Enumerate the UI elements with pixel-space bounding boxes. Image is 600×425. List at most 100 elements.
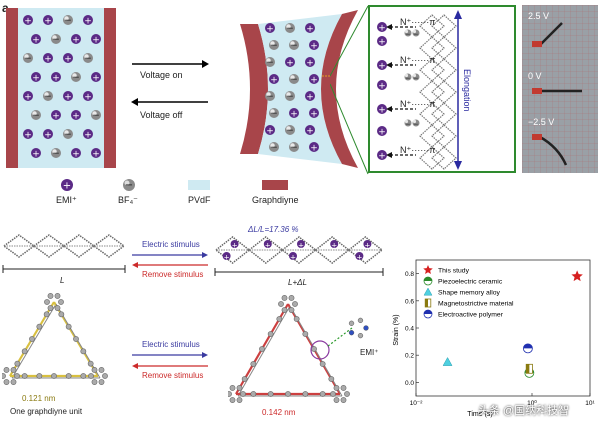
- svg-text:+: +: [32, 74, 40, 84]
- svg-text:+: +: [24, 93, 32, 103]
- svg-text:+: +: [310, 110, 318, 120]
- cation-icon: [309, 142, 319, 152]
- svg-text:−: −: [64, 16, 72, 26]
- cation-icon: [377, 36, 387, 46]
- svg-text:−: −: [32, 111, 40, 121]
- x-tick-label: 10⁰: [527, 399, 537, 407]
- cation-icon: [309, 108, 319, 118]
- legend-marker: [423, 309, 433, 319]
- electric-stimulus-label-mid: Electric stimulus: [142, 240, 200, 249]
- data-point: [571, 270, 583, 282]
- zoom-box: +++++−−+−−+−− Elongation N⁺······π N⁺···…: [368, 5, 516, 173]
- svg-text:+: +: [84, 93, 92, 103]
- data-point: [523, 343, 533, 354]
- svg-text:+: +: [72, 36, 80, 46]
- cation-icon: [83, 91, 93, 101]
- svg-text:+: +: [266, 127, 274, 137]
- cation-icon: [71, 34, 81, 44]
- lattice-after: ++++++++: [214, 236, 384, 264]
- svg-text:+: +: [270, 76, 278, 86]
- cation-icon: [309, 40, 319, 50]
- svg-text:+: +: [72, 150, 80, 160]
- svg-text:+: +: [265, 241, 271, 250]
- length-label-after: L+ΔL: [288, 278, 307, 287]
- cation-icon: [377, 22, 387, 32]
- legend-entry: This study: [438, 268, 470, 275]
- cation-icon: [31, 148, 41, 158]
- remove-arrow-bot: [132, 363, 208, 369]
- svg-text:+: +: [44, 17, 52, 27]
- svg-text:−: −: [290, 41, 298, 51]
- svg-text:+: +: [378, 152, 386, 162]
- svg-text:−: −: [84, 54, 92, 64]
- svg-text:+: +: [306, 93, 314, 103]
- legend-pvdf: PVdF: [188, 195, 211, 205]
- cation-icon: [377, 60, 387, 70]
- legend-bf4: BF₄⁻: [118, 195, 138, 205]
- svg-text:+: +: [44, 131, 52, 141]
- n-plus-label-2: N⁺······π: [400, 55, 436, 65]
- svg-text:−: −: [266, 58, 274, 68]
- electric-stimulus-label-bot: Electric stimulus: [142, 340, 200, 349]
- svg-text:−: −: [270, 109, 278, 119]
- y-tick-label: 0.6: [405, 298, 414, 305]
- cation-icon: [263, 240, 272, 248]
- cation-icon: [23, 15, 33, 25]
- svg-text:+: +: [378, 62, 386, 72]
- cation-icon: [63, 91, 73, 101]
- svg-text:+: +: [378, 106, 386, 116]
- photo-label-zero: 0 V: [528, 71, 542, 81]
- strain-ratio-label: ΔL/L=17.36 %: [248, 225, 299, 234]
- svg-text:−: −: [52, 35, 60, 45]
- x-tick-label: 10⁻²: [410, 400, 424, 407]
- svg-text:+: +: [356, 253, 362, 262]
- photo-grid: [522, 5, 598, 173]
- legend-entry: Electroactive polymer: [438, 312, 504, 319]
- photo-label-positive: 2.5 V: [528, 11, 550, 21]
- svg-text:−: −: [405, 31, 410, 38]
- legend-marker: [423, 276, 433, 286]
- y-tick-label: 0.8: [405, 271, 414, 278]
- pvdf-swatch: [188, 180, 210, 190]
- cation-icon: [265, 23, 275, 33]
- svg-text:+: +: [44, 55, 52, 65]
- actuator-photo: 2.5 V 0 V −2.5 V: [522, 5, 598, 173]
- cation-icon: [23, 129, 33, 139]
- cation-icon: +: [61, 179, 73, 192]
- cation-icon: [63, 53, 73, 63]
- svg-text:+: +: [306, 127, 314, 137]
- cation-icon: [71, 148, 81, 158]
- svg-text:+: +: [24, 131, 32, 141]
- svg-text:−: −: [24, 54, 32, 64]
- voltage-off-arrow: [130, 96, 210, 108]
- bond-length-small: 0.121 nm: [22, 394, 56, 403]
- svg-text:−: −: [405, 121, 410, 128]
- legend-marker: [424, 298, 432, 308]
- svg-text:+: +: [63, 181, 71, 192]
- legend-emi: EMI⁺: [56, 195, 77, 205]
- cation-icon: [377, 150, 387, 160]
- svg-text:+: +: [32, 150, 40, 160]
- length-bar-before: [2, 265, 126, 273]
- electric-arrow-bot: [132, 352, 208, 358]
- svg-text:−: −: [286, 92, 294, 102]
- svg-text:−: −: [286, 24, 294, 34]
- photo-label-negative: −2.5 V: [528, 117, 555, 127]
- svg-text:+: +: [92, 150, 100, 160]
- svg-text:−: −: [290, 75, 298, 85]
- graphdiyne-unit-strained: [228, 295, 369, 403]
- svg-text:+: +: [310, 42, 318, 52]
- svg-text:−: −: [92, 111, 100, 121]
- svg-text:−: −: [413, 31, 418, 38]
- cation-icon: [43, 129, 53, 139]
- cation-icon: [43, 53, 53, 63]
- cation-icon: [83, 129, 93, 139]
- cation-icon: [305, 57, 315, 67]
- svg-text:+: +: [84, 17, 92, 27]
- svg-text:+: +: [306, 59, 314, 69]
- anion-icon: −: [123, 179, 135, 191]
- svg-text:+: +: [224, 253, 230, 262]
- cation-icon: [305, 23, 315, 33]
- cation-icon: [230, 240, 239, 248]
